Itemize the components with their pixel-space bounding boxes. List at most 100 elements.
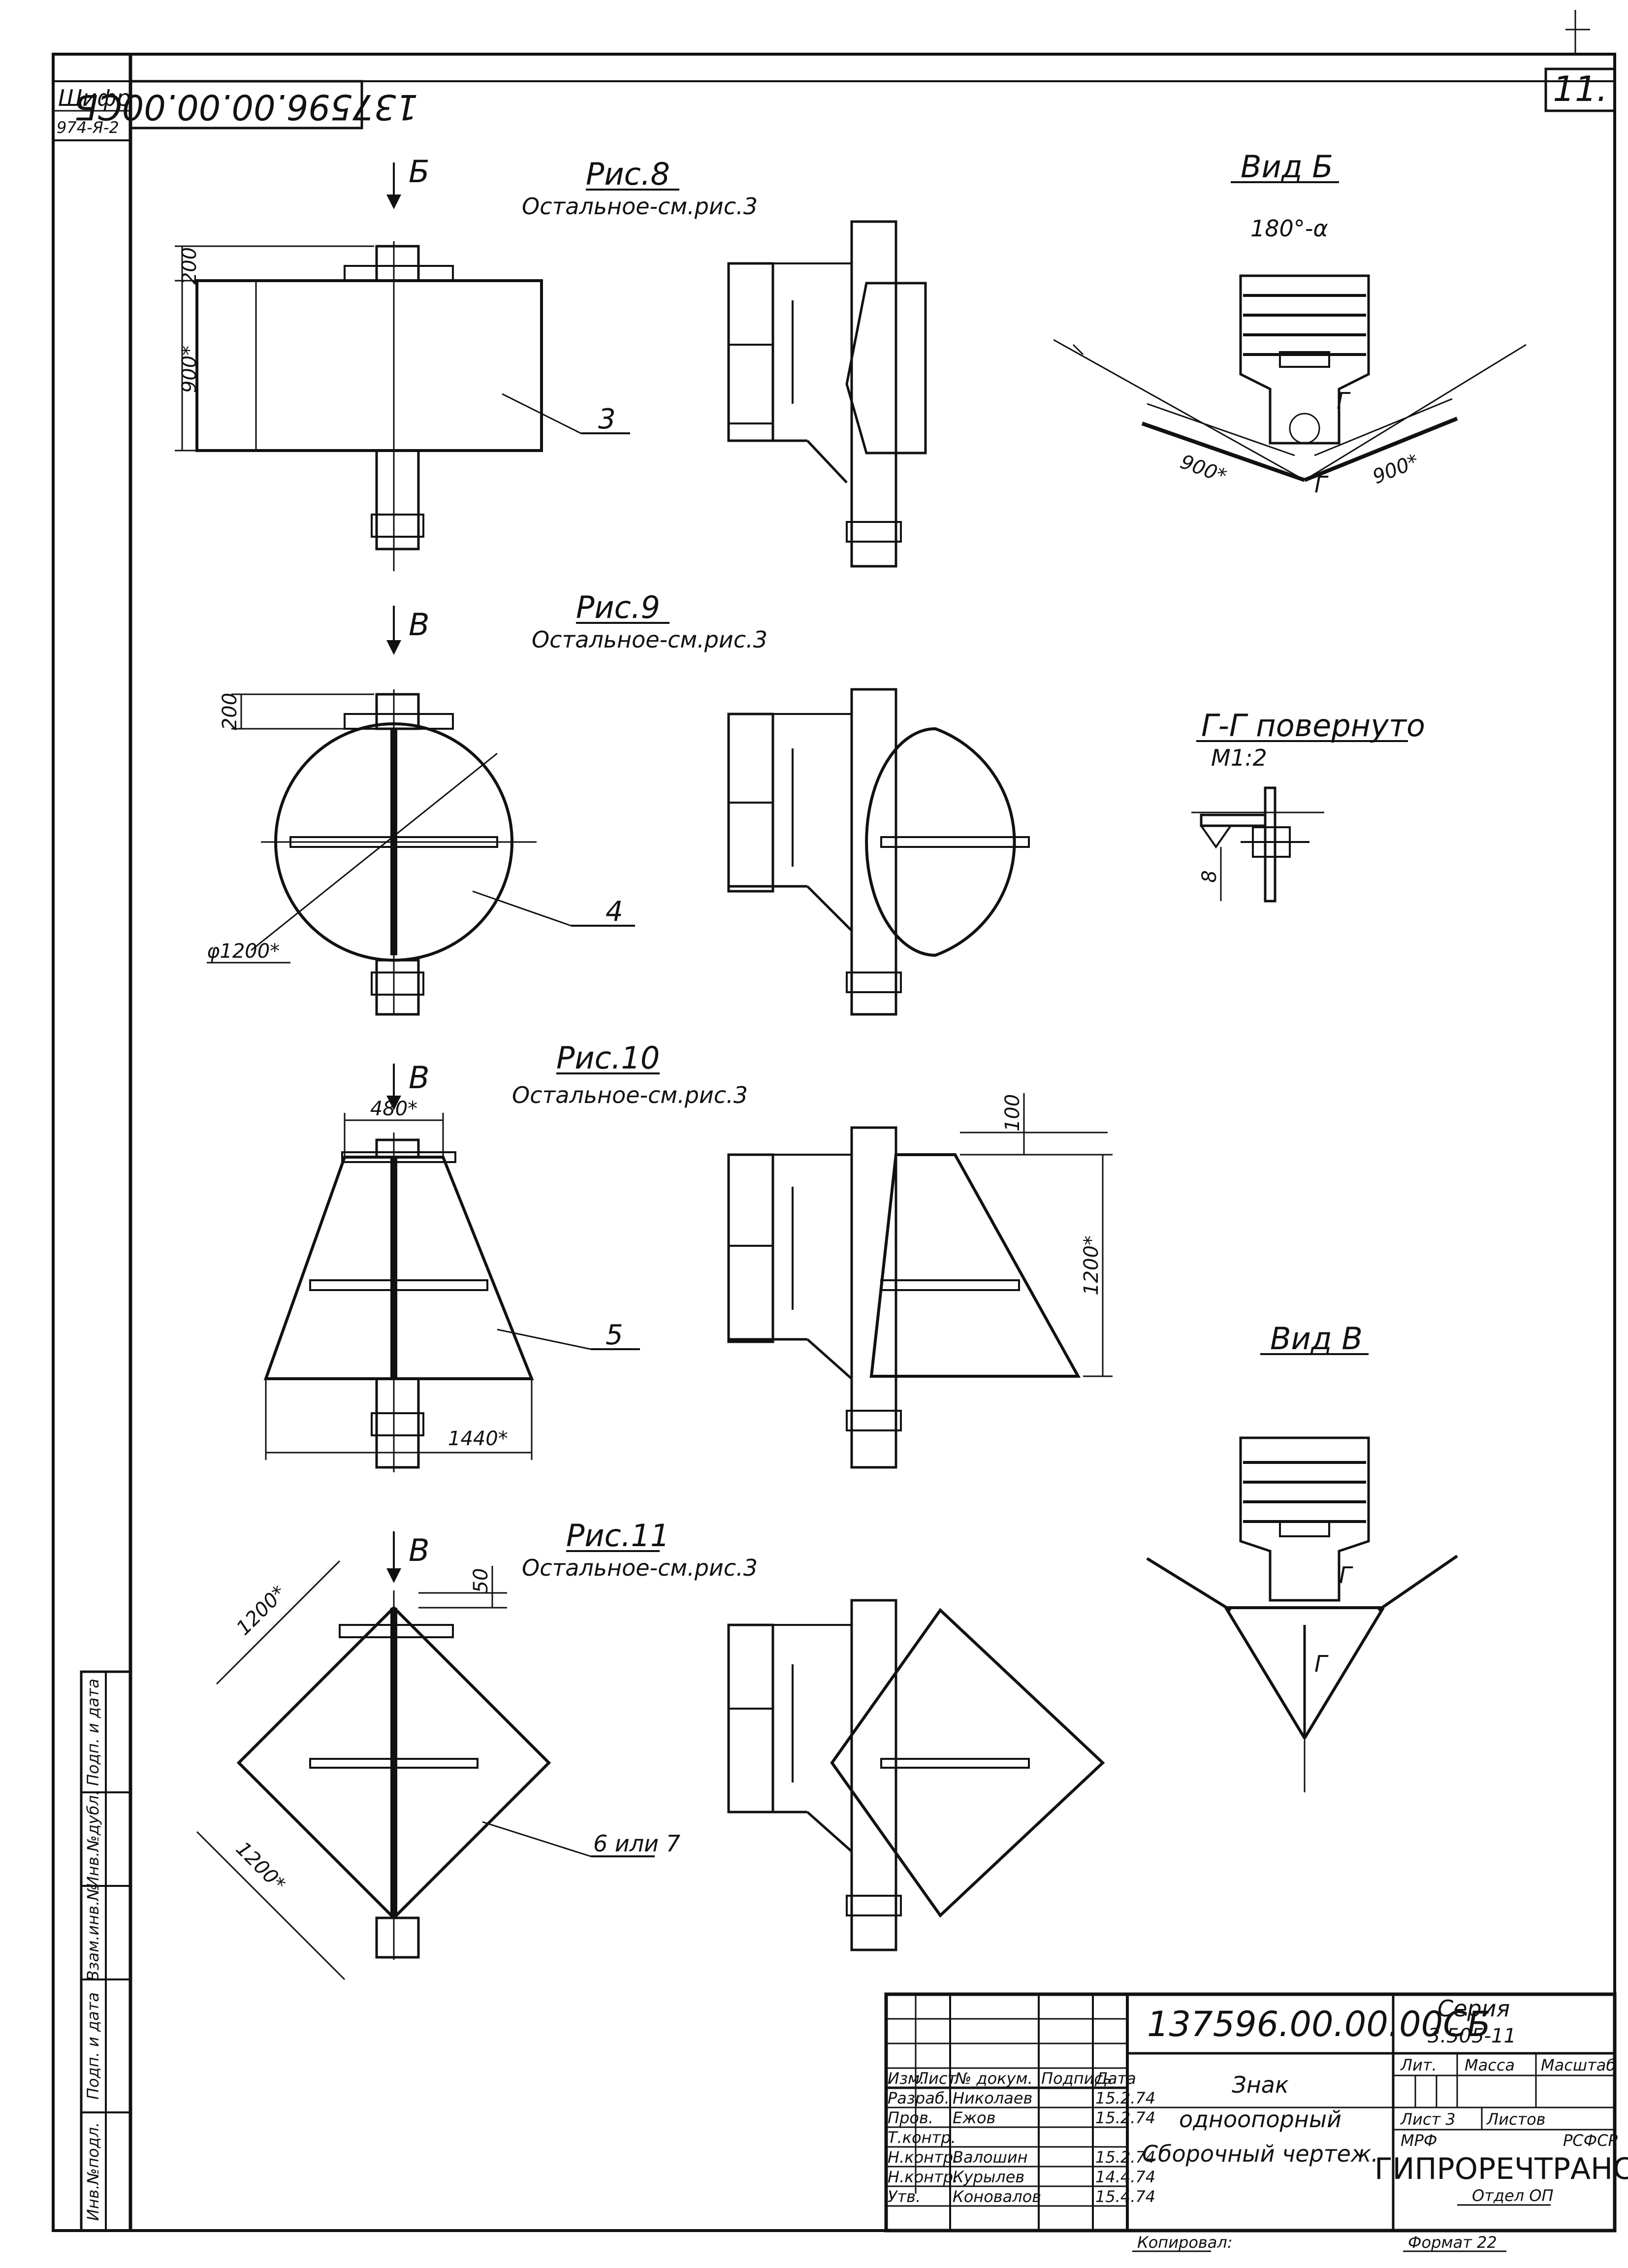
tb-row-date-1: 15.2.74: [1095, 2089, 1155, 2107]
stamp-replace-inv: Взам.инв.№: [84, 1884, 102, 1981]
tb-name-line-1: Знак: [1232, 2072, 1289, 2098]
fig10-title: Рис.10: [556, 1040, 660, 1076]
section-g-g: Г-Г повернуто М1:2 8: [1191, 708, 1425, 903]
section-gg-title: Г-Г повернуто: [1201, 708, 1425, 744]
stamp-inv-duplicate: Инв.№дубл.: [84, 1790, 102, 1888]
fig8-callout: 3: [598, 403, 616, 435]
fig8-side-view: [727, 220, 927, 568]
upper-code: 137596.00.00.00СБ: [74, 87, 418, 127]
view-v-section-bottom: Г: [1314, 1651, 1329, 1677]
fig9-title: Рис.9: [576, 589, 660, 625]
tb-name-line-2: одноопорный: [1179, 2106, 1341, 2133]
fig9-callout: 4: [606, 896, 623, 928]
tb-mass-header: Масса: [1465, 2056, 1515, 2074]
tb-row-name-6: Коновалов: [953, 2187, 1041, 2206]
tb-row-date-4: 15.2.74: [1095, 2148, 1155, 2167]
tb-name-line-3: Сборочный чертеж.: [1142, 2140, 1378, 2167]
sheet-number: 11.: [1553, 69, 1607, 109]
figure-9: Рис.9 Остальное-см.рис.3 В 200 φ1200* 4: [207, 589, 1030, 1016]
view-v-title: Вид В: [1270, 1321, 1363, 1357]
tb-col-date: Дата: [1094, 2069, 1136, 2088]
left-stamp: Инв.№подл. Подп. и дата Взам.инв.№ Инв.№…: [80, 1670, 132, 2232]
fig11-side-view: [727, 1599, 1105, 1951]
format-label: Формат 22: [1408, 2233, 1497, 2252]
section-gg-dim: 8: [1198, 870, 1221, 882]
title-block: Изм. Лист № докум. Подпись Дата Разраб. …: [884, 1992, 1628, 2233]
view-b-angle: 180°-α: [1250, 215, 1328, 242]
fig10-note: Остальное-см.рис.3: [512, 1082, 748, 1108]
view-b-title: Вид Б: [1241, 149, 1333, 185]
fig9-dim-diameter: φ1200*: [207, 940, 280, 963]
fig11-dim-side-b: 1200*: [231, 1837, 290, 1896]
fig9-dim-top: 200: [219, 693, 241, 730]
tb-org-prefix-left: МРФ: [1401, 2131, 1437, 2150]
view-b: Вид Б 180°-α 900* 900* Г Г: [1053, 149, 1527, 498]
fig10-dim-height: 1200*: [1080, 1235, 1103, 1296]
view-b-section-top: Г: [1337, 388, 1351, 414]
tb-doc-code: 137596.00.00.00СБ: [1147, 2004, 1491, 2044]
tb-row-role-3: Т.контр.: [888, 2128, 956, 2147]
view-b-dim-right: 900*: [1370, 450, 1422, 489]
fig10-callout: 5: [606, 1319, 623, 1351]
fig10-dim-bottom-width: 1440*: [448, 1427, 508, 1450]
tb-org-name: ГИПРОРЕЧТРАНС: [1374, 2152, 1628, 2186]
fig11-title: Рис.11: [566, 1518, 670, 1554]
fig10-view-letter: В: [409, 1060, 430, 1096]
tb-col-change: Изм.: [888, 2069, 925, 2088]
tb-col-sheet: Лист: [916, 2069, 957, 2088]
tb-row-role-4: Н.контр.: [888, 2148, 958, 2167]
fig10-dim-offset: 100: [1001, 1094, 1024, 1132]
sheet-frame: [52, 10, 1616, 2232]
fig11-note: Остальное-см.рис.3: [522, 1555, 758, 1581]
tb-row-name-2: Ежов: [953, 2108, 995, 2127]
upper-code-box: 137596.00.00.00СБ: [74, 80, 418, 130]
tb-row-role-5: Н.контр.: [888, 2168, 958, 2186]
fig11-view-letter: В: [409, 1532, 430, 1568]
figure-8: Рис.8 Остальное-см.рис.3 Б 200 900* 3: [175, 154, 927, 571]
stamp-sign-date-1: Подп. и дата: [84, 1992, 102, 2100]
fig8-view-letter: Б: [409, 154, 430, 190]
tb-row-name-5: Курылев: [953, 2168, 1024, 2186]
tb-org-prefix-right: РСФСР: [1563, 2131, 1618, 2150]
sheet-number-box: 11.: [1544, 67, 1616, 112]
tb-row-name-4: Валошин: [953, 2148, 1028, 2167]
tb-row-role-1: Разраб.: [888, 2089, 950, 2107]
figure-11: Рис.11 Остальное-см.рис.3 В 1200* 1200* …: [196, 1518, 1105, 1980]
tb-row-name-1: Николаев: [953, 2089, 1032, 2107]
stamp-sign-date-2: Подп. и дата: [84, 1679, 102, 1786]
view-v: Вид В Г Г: [1146, 1321, 1458, 1792]
tb-scale-header: Масштаб: [1541, 2056, 1616, 2074]
tb-sheets-label: Листов: [1486, 2110, 1546, 2129]
fig11-dim-offset: 50: [470, 1568, 492, 1593]
figure-10: Рис.10 Остальное-см.рис.3 В 480* 1440* 5: [263, 1040, 1113, 1472]
tb-row-date-6: 15.4.74: [1095, 2187, 1155, 2206]
stamp-inv-original: Инв.№подл.: [84, 2122, 102, 2221]
tb-series-value: 3.505-11: [1428, 2025, 1516, 2047]
fig8-note: Остальное-см.рис.3: [522, 193, 758, 220]
fig9-note: Остальное-см.рис.3: [532, 626, 767, 653]
cipher-label: Шифр: [58, 85, 131, 111]
copied-label: Копировал:: [1137, 2233, 1233, 2252]
section-gg-scale: М1:2: [1211, 745, 1267, 771]
view-v-section-top: Г: [1339, 1562, 1353, 1588]
tb-col-sign: Подпись: [1041, 2069, 1112, 2088]
fig10-dim-top-width: 480*: [370, 1098, 417, 1120]
tb-lit-header: Лит.: [1400, 2056, 1437, 2074]
tb-series-label: Серия: [1437, 1995, 1510, 2022]
view-b-section-bottom: Г: [1314, 471, 1329, 498]
tb-row-date-2: 15.2.74: [1095, 2108, 1155, 2127]
tb-row-date-5: 14.4.74: [1095, 2168, 1155, 2186]
fig8-dim-top: 200: [178, 247, 201, 285]
tb-sheet-label: Лист 3: [1400, 2110, 1456, 2129]
fig9-view-letter: В: [409, 607, 430, 643]
fig10-side-view: 100 1200*: [727, 1093, 1113, 1469]
fig11-dim-side-a: 1200*: [232, 1581, 290, 1640]
fig9-side-view: [727, 688, 1030, 1016]
tb-row-role-2: Пров.: [888, 2108, 933, 2127]
tb-dept: Отдел ОП: [1472, 2186, 1554, 2205]
fig8-dim-height: 900*: [178, 346, 201, 393]
cipher-value: 974-Я-2: [57, 118, 119, 137]
tb-row-role-6: Утв.: [888, 2187, 921, 2206]
fig8-title: Рис.8: [586, 156, 670, 192]
